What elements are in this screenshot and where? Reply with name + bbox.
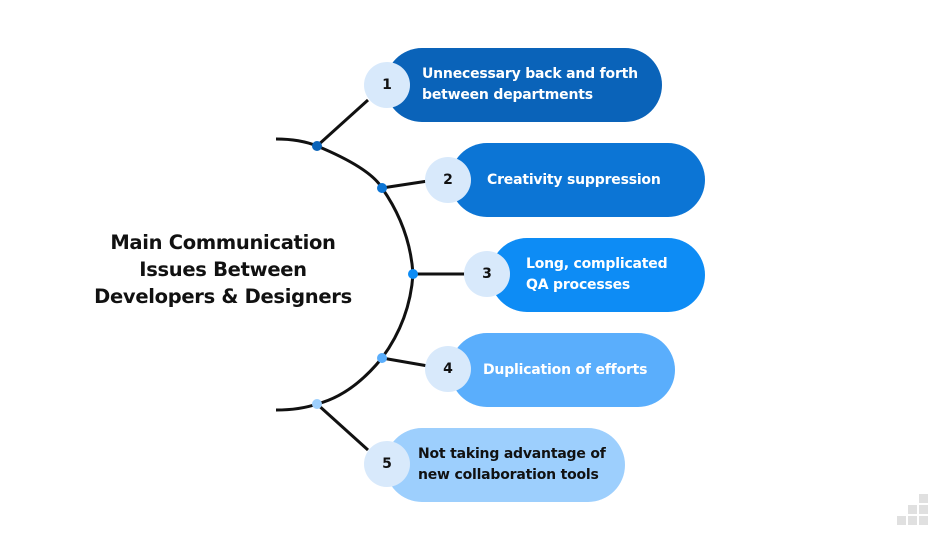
title-line: Issues Between <box>139 258 307 281</box>
issue-pill-1: Unnecessary back and forth between depar… <box>385 48 662 122</box>
branch-line-1 <box>315 98 370 148</box>
node-dot-5 <box>312 399 322 409</box>
title-line: Main Communication <box>110 231 336 254</box>
issue-label: Duplication of efforts <box>483 361 648 378</box>
issue-number-badge: 2 <box>425 157 471 203</box>
node-dot-4 <box>377 353 387 363</box>
staircase-squares-logo-icon <box>897 494 929 526</box>
node-dot-1 <box>312 141 322 151</box>
title-line: Developers & Designers <box>94 285 352 308</box>
issue-pill-3: Long, complicated QA processes <box>490 238 705 312</box>
issue-pill-4: Duplication of efforts <box>450 333 675 407</box>
issue-label: Creativity suppression <box>487 171 661 188</box>
issue-number-badge: 5 <box>364 441 410 487</box>
issue-label: Not taking advantage of new collaboratio… <box>418 446 606 483</box>
branch-line-2 <box>381 179 429 190</box>
issue-label: Long, complicated QA processes <box>526 256 668 293</box>
issue-number-badge: 1 <box>364 62 410 108</box>
main-arc <box>275 137 415 412</box>
node-dot-3 <box>408 269 418 279</box>
issue-label: Unnecessary back and forth between depar… <box>422 66 638 103</box>
node-dot-2 <box>377 183 387 193</box>
diagram-title: Main Communication Issues Between Develo… <box>82 229 364 310</box>
branch-line-4 <box>381 356 429 368</box>
issue-pill-2: Creativity suppression <box>450 143 705 217</box>
issue-number-badge: 3 <box>464 251 510 297</box>
issue-number-badge: 4 <box>425 346 471 392</box>
branch-line-5 <box>315 402 370 452</box>
issue-pill-5: Not taking advantage of new collaboratio… <box>385 428 625 502</box>
